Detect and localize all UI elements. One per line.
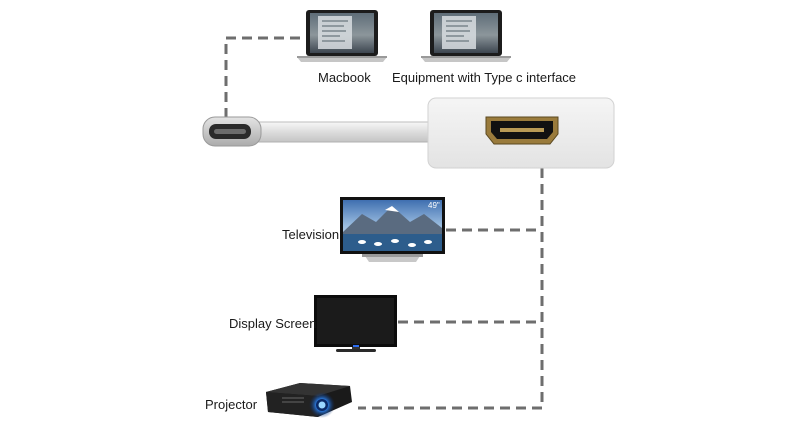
hdmi-port-icon	[485, 116, 559, 145]
main-vertical-connection-line	[358, 168, 544, 410]
laptop-icon	[421, 10, 511, 62]
typec-equipment-label: Equipment with Type c interface	[392, 70, 577, 85]
macbook-label: Macbook	[318, 70, 371, 85]
hdmi-adapter	[427, 97, 615, 169]
adapter-cable	[248, 121, 438, 143]
display-screen-label: Display Screen	[229, 316, 317, 331]
television-label: Television	[282, 227, 340, 242]
usb-c-plug-icon	[202, 116, 262, 147]
tv-screen-size: 49"	[428, 201, 440, 210]
monitor-icon	[314, 295, 397, 352]
projector-label: Projector	[205, 397, 258, 412]
projector-icon	[266, 383, 352, 418]
laptop-icon	[297, 10, 387, 62]
connection-lines	[224, 36, 544, 410]
television-icon: 49"	[340, 197, 445, 262]
macbook-connection-line	[224, 36, 305, 118]
